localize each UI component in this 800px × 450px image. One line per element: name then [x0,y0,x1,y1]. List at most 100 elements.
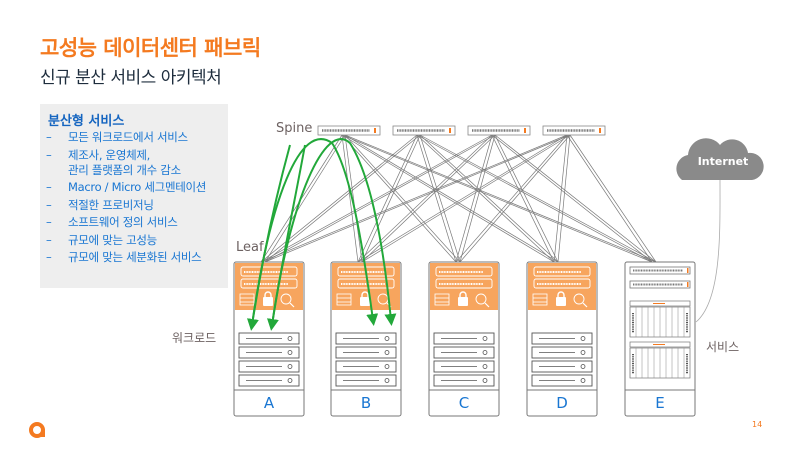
server-led [580,378,586,383]
inspect-icon-handle [289,302,295,308]
service-label: 서비스 [706,340,740,354]
switch-led [687,268,689,273]
feature-text: 관리 플랫폼의 개수 감소 [68,162,181,177]
link-line [553,134,568,263]
link-line [357,134,568,263]
server-led [482,378,488,383]
spine-switch [317,125,381,136]
link-line [491,134,555,263]
link-line [419,134,559,263]
inspect-icon-handle [484,302,490,308]
link-line [260,134,493,263]
feature-text: 규모에 맞는 세분화된 서비스 [68,250,202,264]
server-led [482,336,488,341]
spine-switch [542,125,606,136]
server-led [384,336,390,341]
distributed-services-panel: 분산형 서비스 –모든 워크로드에서 서비스–제조사, 운영체제,관리 플랫폼의… [40,104,228,288]
slide-title: 고성능 데이터센터 패브릭 [40,36,261,60]
link-line [416,134,653,263]
server-led [482,364,488,369]
link-line [357,134,493,263]
link-line [494,134,559,263]
feature-list-item: –규모에 맞는 고성능 [44,233,228,248]
link-line [361,134,496,263]
lock-icon [458,297,468,306]
service-switch [629,266,691,275]
link-line [455,134,493,263]
internet-label: Internet [697,155,749,168]
link-line [344,134,657,263]
bullet-dash: – [46,215,52,229]
lock-icon-shackle [264,291,272,297]
link-line [459,134,571,263]
link-line [566,134,653,263]
link-line [361,134,421,263]
feature-list-item: – 소프트웨어 정의 서비스 [44,215,228,230]
firewall-icon [239,293,255,306]
feature-list-item: –적절한 프로비저닝 [44,198,228,213]
rack-a [233,261,305,417]
spine-switch-body [467,125,531,136]
spine-switch [392,125,456,136]
leaf-switch [240,266,298,277]
bullet-dash: – [46,130,52,144]
feature-list-item: – Macro / Micro 세그멘테이션 [44,180,228,195]
bullet-dash: – [46,250,52,264]
service-switch [629,280,691,289]
link-line [341,134,555,263]
leaf-switch [533,266,591,277]
spine-switch-body [392,125,456,136]
internet-cloud-icon [676,138,764,180]
server-led [580,350,586,355]
spine-switch-body [542,125,606,136]
lock-icon [556,297,566,306]
server-led [287,350,293,355]
leaf-label: Leaf [236,240,264,255]
rack-c [428,261,500,417]
rack-label: E [655,394,665,412]
server-led [287,378,293,383]
spine-switch [467,125,531,136]
rack-label: B [360,394,372,412]
rack-d [526,261,598,417]
link-line [419,134,657,263]
feature-list: –모든 워크로드에서 서비스–제조사, 운영체제,관리 플랫폼의 개수 감소–M… [44,130,228,268]
feature-text: 소프트웨어 정의 서비스 [68,215,178,229]
lock-icon [360,297,370,306]
firewall-icon [532,293,548,306]
feature-list-item: –제조사, 운영체제,관리 플랫폼의 개수 감소 [44,148,228,178]
rack-label: D [556,394,568,412]
server-led [287,364,293,369]
feature-text: Macro / Micro 세그멘테이션 [68,180,207,194]
spine-leaf-links [260,134,657,263]
feature-list-item: – 규모에 맞는 세분화된 서비스 [44,250,228,265]
switch-led [524,128,526,133]
link-line [357,134,418,263]
server-led [580,336,586,341]
leaf-switch [435,278,493,289]
inspect-icon [280,293,292,305]
slide-subtitle: 신규 분산 서비스 아키텍처 [40,68,222,88]
link-line [344,134,559,263]
server-led [384,378,390,383]
link-line [459,134,496,263]
link-line [361,134,571,263]
leaf-switch [435,266,493,277]
inspect-icon [573,293,585,305]
link-line [264,134,421,263]
lock-icon-shackle [557,291,565,297]
link-line [344,134,461,263]
bullet-dash: – [46,232,52,247]
firewall-icon [336,293,352,306]
server-led [287,336,293,341]
server-led [482,350,488,355]
traffic-flow-arrow [266,144,306,331]
rack-label: A [263,394,275,412]
workload-label: 워크로드 [172,331,217,345]
link-line [344,134,363,263]
link-line [419,134,461,263]
inspect-icon-handle [582,302,588,308]
server-led [580,364,586,369]
bullet-dash: – [46,180,52,194]
